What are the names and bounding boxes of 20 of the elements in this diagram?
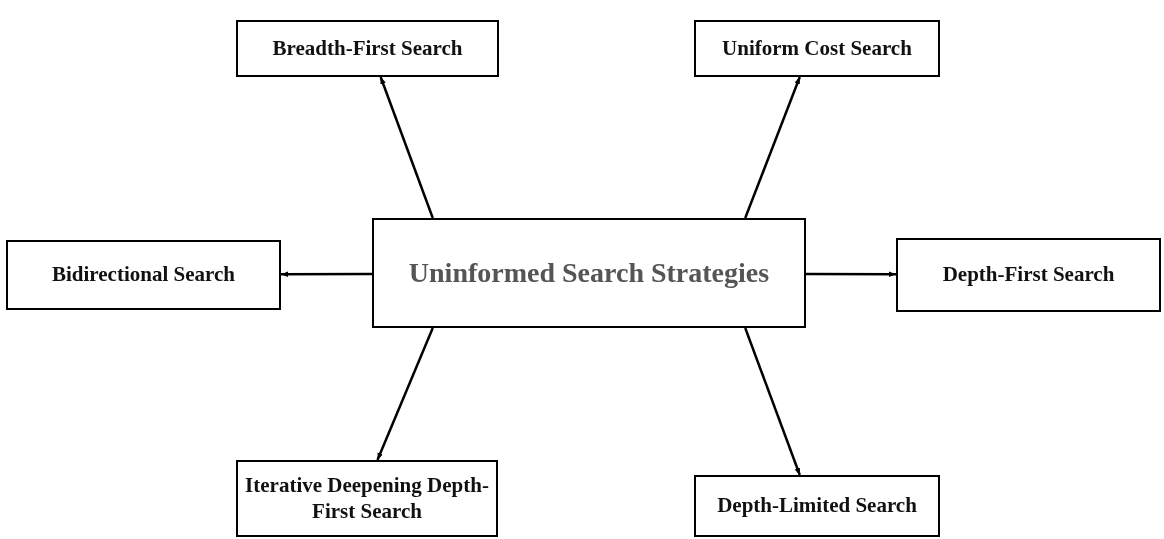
box-label: Uniform Cost Search [722,35,912,62]
strategy-box [236,20,499,77]
central-box [372,218,806,328]
title-text: Uninformed Search Strategies [408,256,770,290]
box-label: Depth-Limited Search [717,493,917,519]
arrow [281,271,372,278]
box-label: Iterative Deepening Depth-First Search [244,473,490,524]
strategy-box [896,238,1161,312]
arrow [376,327,434,461]
strategy-box [6,240,281,310]
strategy-box [236,460,498,537]
arrow [806,271,896,278]
box-label: Depth-First Search [942,262,1115,288]
strategy-box [694,20,940,77]
box-label: Breadth-First Search [272,35,463,62]
box-label: Bidirectional Search [52,262,235,288]
strategy-box [694,475,940,537]
arrow [744,76,801,219]
arrow [744,327,801,476]
arrow [379,76,434,219]
